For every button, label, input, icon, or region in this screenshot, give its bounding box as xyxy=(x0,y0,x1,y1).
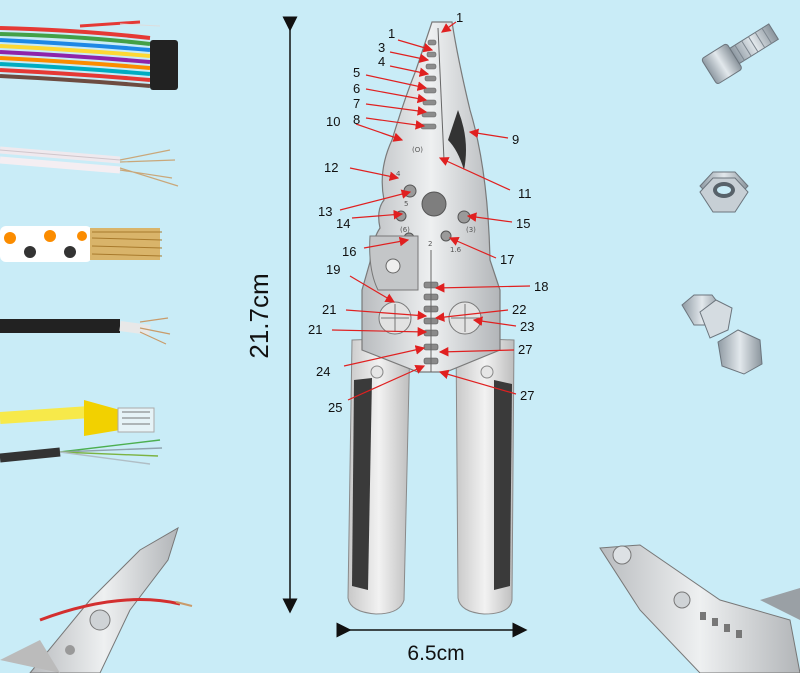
pivot-screw-left xyxy=(378,301,412,335)
callout-21: 21 xyxy=(308,322,322,337)
pivot-screw-right xyxy=(448,301,482,335)
right-handle xyxy=(455,337,515,615)
callout-7: 7 xyxy=(353,96,360,111)
callout-15: 15 xyxy=(516,216,530,231)
callout-17: 17 xyxy=(500,252,514,267)
callout-4: 4 xyxy=(378,54,385,69)
callout-3: 3 xyxy=(378,40,385,55)
callout-13: 13 xyxy=(318,204,332,219)
callout-9: 9 xyxy=(512,132,519,147)
callout-16: 16 xyxy=(342,244,356,259)
callout-1: 1 xyxy=(456,10,463,25)
callout-11: 11 xyxy=(518,186,532,201)
callout-22: 22 xyxy=(512,302,526,317)
polka-dot-cable xyxy=(0,226,163,262)
black-cable xyxy=(0,317,171,345)
engraving: 5 xyxy=(404,200,408,208)
wire-stripper-plier: (O) 4 5 (6) 2 (3) 1.6 xyxy=(347,21,515,615)
engraving: 4 xyxy=(396,170,401,178)
callout-10: 10 xyxy=(326,114,340,129)
multicolor-ribbon-cable xyxy=(0,20,178,90)
callout-18: 18 xyxy=(534,279,548,294)
bolt-with-nut-icon xyxy=(681,294,763,375)
left-handle xyxy=(347,337,411,615)
hex-nut-icon xyxy=(699,171,749,213)
callout-1: 1 xyxy=(388,26,395,41)
callout-27: 27 xyxy=(518,342,532,357)
width-dimension-label: 6.5cm xyxy=(407,642,464,665)
callout-23: 23 xyxy=(520,319,534,334)
bolt-icon xyxy=(701,23,780,84)
callout-12: 12 xyxy=(324,160,338,175)
plier-in-use-bottom-right xyxy=(599,544,800,673)
callout-14: 14 xyxy=(336,216,350,231)
callout-25: 25 xyxy=(328,400,342,415)
callout-19: 19 xyxy=(326,262,340,277)
length-dimension-label: 21.7cm xyxy=(244,273,274,358)
dark-multicore-cable xyxy=(0,439,163,465)
callout-arrows xyxy=(331,21,531,401)
engraving: 1.6 xyxy=(450,246,462,254)
callout-8: 8 xyxy=(353,112,360,127)
callout-5: 5 xyxy=(353,65,360,80)
plier-in-use-bottom-left xyxy=(0,526,193,673)
engraving: (O) xyxy=(412,146,423,154)
callout-6: 6 xyxy=(353,81,360,96)
engraving: (6) xyxy=(400,226,410,234)
engraving: 2 xyxy=(428,240,432,248)
callout-labels: 1 1 3 4 5 6 7 8 10 9 11 12 13 14 15 16 1… xyxy=(308,10,548,415)
yellow-ethernet-cable xyxy=(0,400,155,436)
twin-stripped-wire xyxy=(0,146,179,187)
callout-27: 27 xyxy=(520,388,534,403)
callout-21: 21 xyxy=(322,302,336,317)
engraving: (3) xyxy=(466,226,476,234)
callout-24: 24 xyxy=(316,364,330,379)
